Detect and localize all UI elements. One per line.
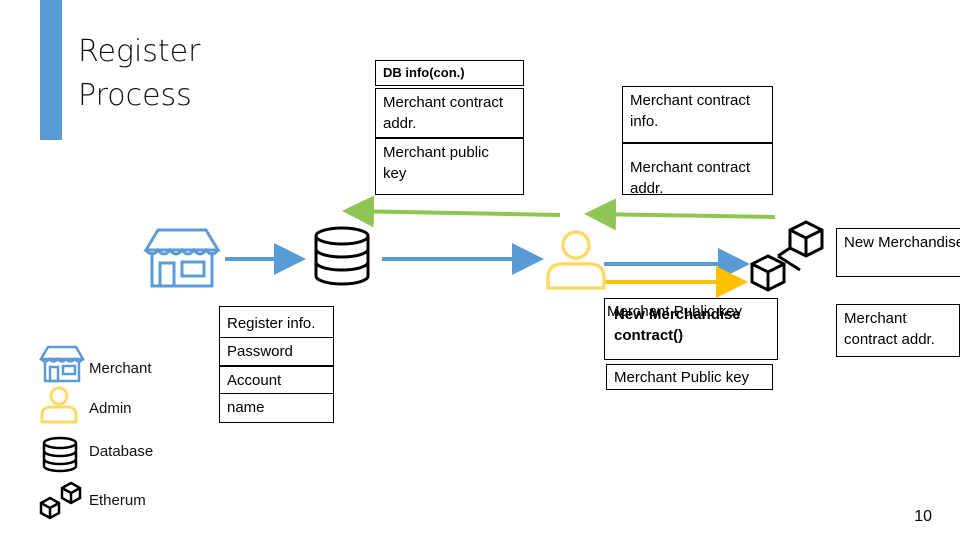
legend-user-icon (40, 386, 78, 424)
db-info-header: DB info(con.) (375, 60, 524, 86)
legend-label-merchant: Merchant (89, 360, 152, 377)
green-arrow-admin (584, 198, 776, 231)
store-icon (143, 228, 221, 288)
green-arrow-db (342, 195, 561, 228)
db-info-contract-addr: Merchant contract addr. (375, 88, 524, 138)
database-icon (314, 226, 370, 286)
ethereum-icon (750, 220, 824, 292)
legend-store-icon (38, 345, 86, 383)
new-contract-label: New Merchandise contract() (836, 228, 960, 277)
page-number: 10 (914, 508, 932, 525)
legend-label-etherum: Etherum (89, 492, 146, 509)
middle-call-box: Merchant Public key New Merchandise cont… (604, 298, 778, 360)
merchant-contract-addr-label: Merchant contract addr. (836, 304, 960, 357)
register-account: Account (219, 366, 334, 394)
middle-public-key-box: Merchant Public key (606, 364, 773, 390)
register-info-header: Register info. (219, 306, 334, 338)
page-title: Register Process (78, 34, 201, 113)
legend-database-icon (42, 436, 78, 473)
contract-addr-box: Merchant contract addr. (622, 143, 773, 197)
legend-label-database: Database (89, 443, 154, 460)
register-password: Password (219, 338, 334, 366)
middle-call-overlap-b: New Merchandise contract() (614, 306, 741, 344)
middle-call-overlap-a: Merchant Public key (607, 303, 743, 320)
register-name: name (219, 394, 334, 423)
accent-bar (40, 0, 62, 140)
legend-ethereum-icon (39, 481, 82, 520)
legend-label-admin: Admin (89, 400, 132, 417)
user-icon (546, 230, 606, 290)
contract-info-box: Merchant contract info. (622, 86, 773, 143)
db-info-public-key: Merchant public key (375, 138, 524, 195)
